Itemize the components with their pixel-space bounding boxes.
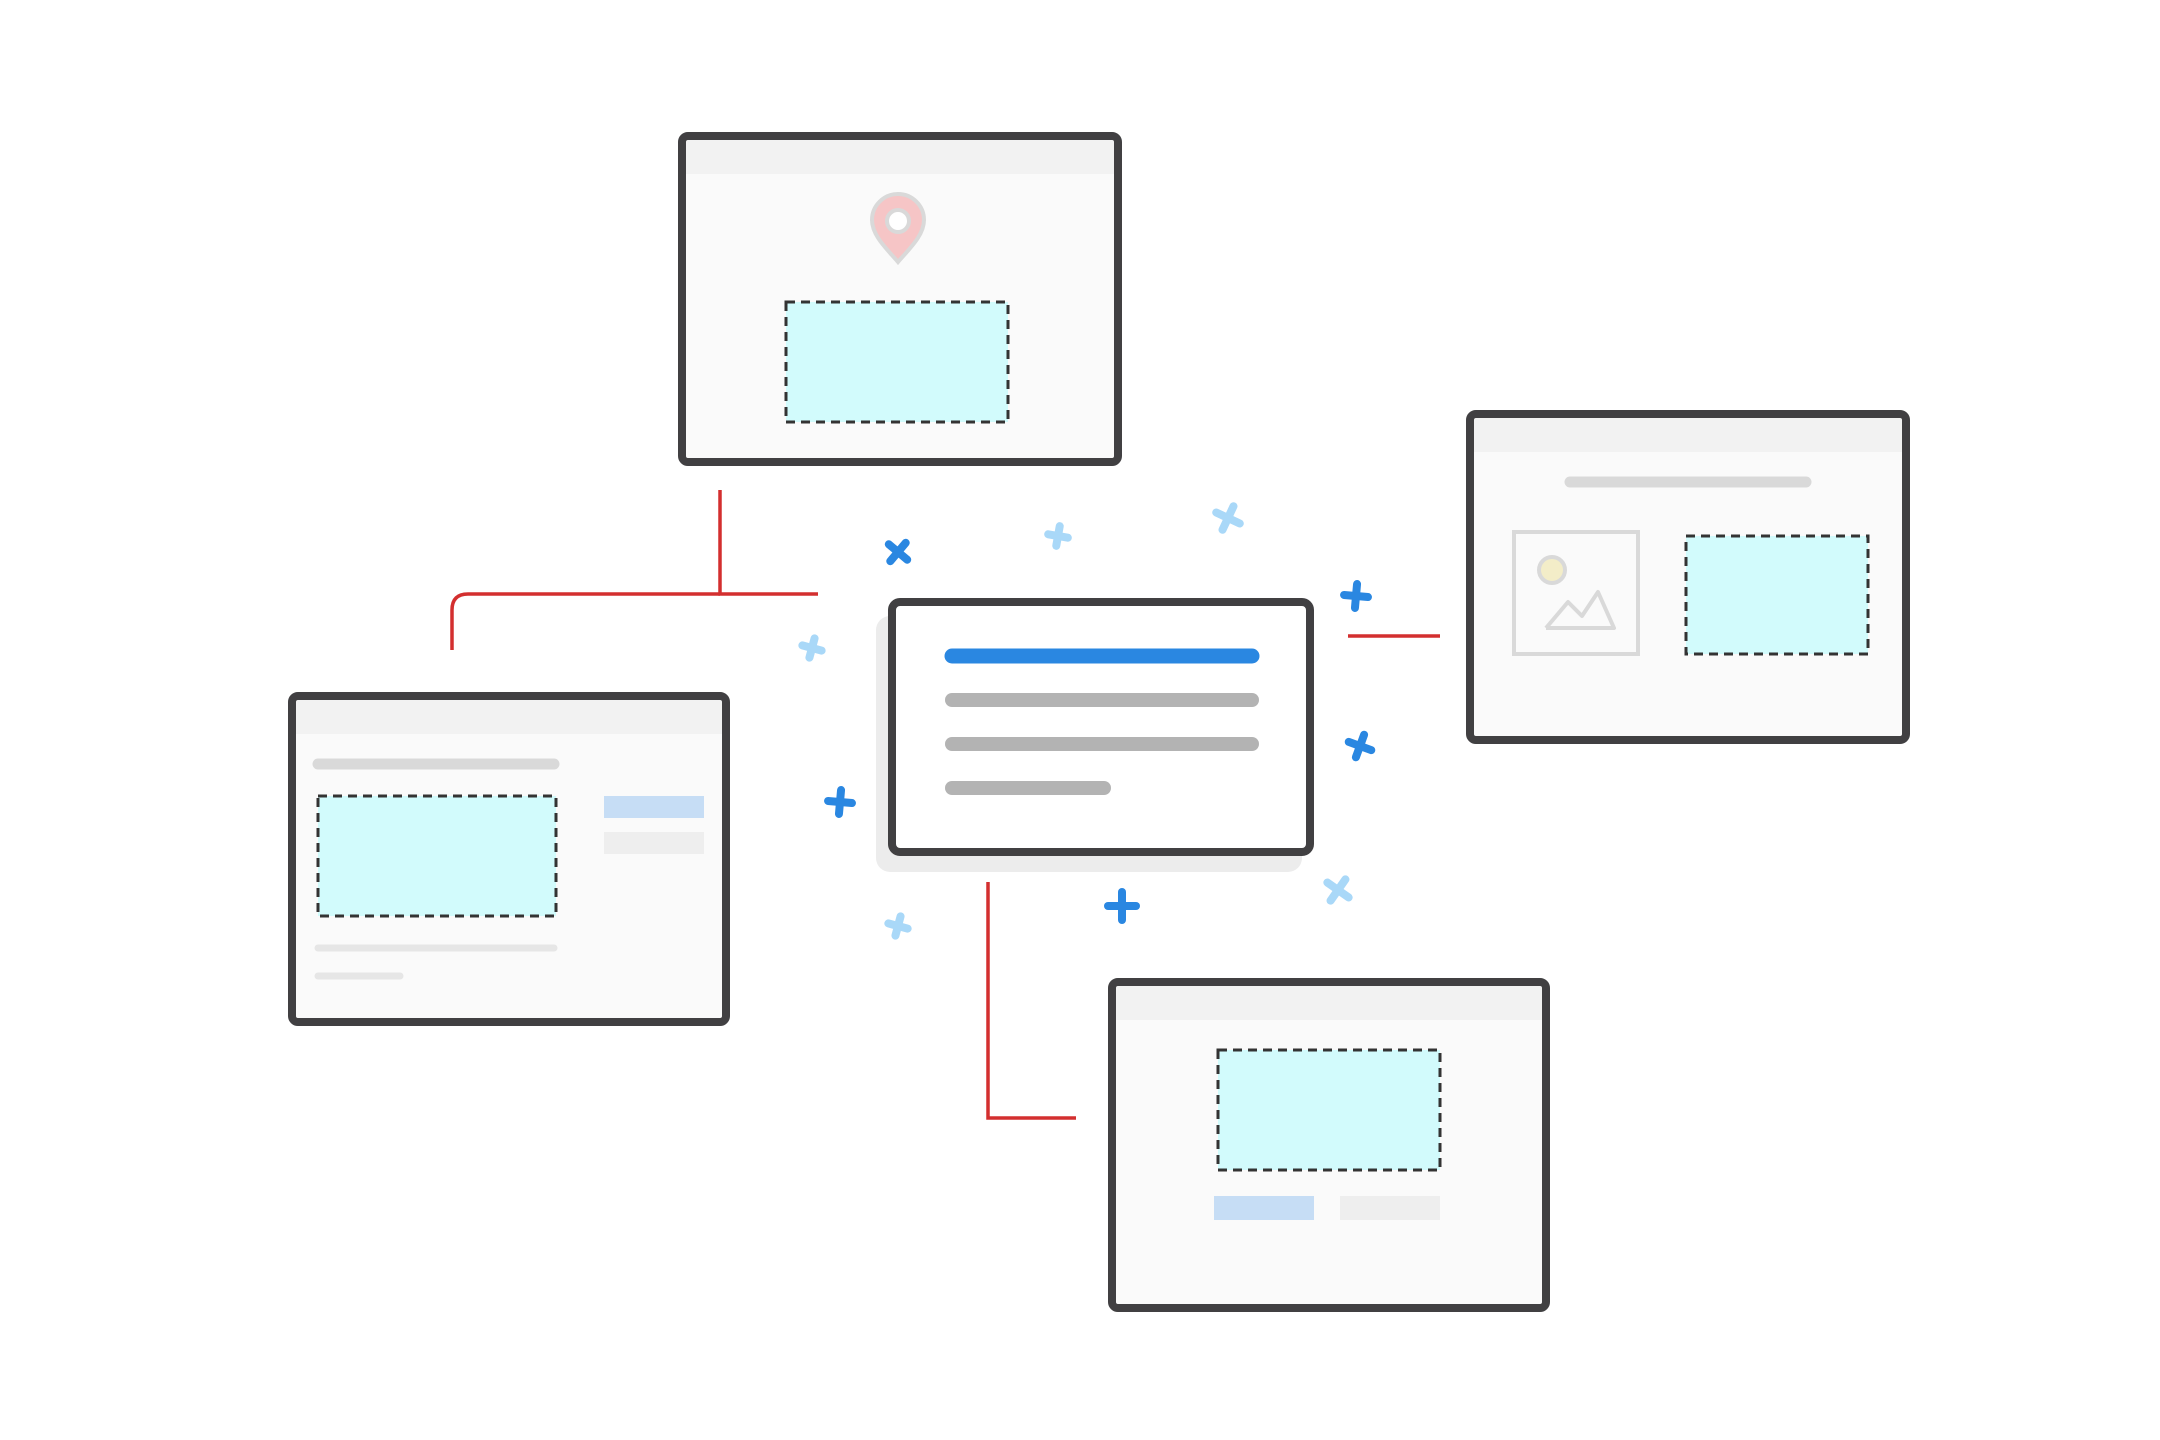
location-pin-icon [869,192,927,266]
center-card [876,598,1314,872]
frame-left [288,692,730,1026]
center-card-border [888,598,1314,856]
sparkles [798,502,1376,940]
button-secondary [1340,1196,1440,1220]
connectors [450,490,1440,1120]
connector-center-to-top [718,490,818,596]
frame-right-titlebar [1474,418,1902,452]
plus-sparkle-icon [1323,875,1353,905]
dashed-placeholder [784,300,1010,424]
plus-sparkle-icon [884,538,912,566]
dashed-placeholder [1684,534,1870,656]
dashed-placeholder [316,794,558,918]
dashed-placeholder [1216,1048,1442,1172]
frame-left-titlebar [296,700,722,734]
plus-sparkle-icon [798,634,826,662]
plus-sparkle-icon [884,912,912,940]
plus-sparkle-icon [1344,730,1376,762]
frame-left-border [288,692,730,1026]
plus-sparkle-icon [1104,888,1140,924]
frame-top-titlebar [686,140,1114,174]
center-card-fill [892,602,1310,852]
frame-bottom [1108,978,1550,1312]
button-primary [604,796,704,818]
image-placeholder-icon [1512,530,1640,656]
plus-sparkle-icon [1340,580,1372,612]
plus-sparkle-icon [824,786,856,818]
plus-sparkle-icon [1044,522,1072,550]
frame-top-border [678,132,1122,466]
frame-bottom-titlebar [1116,986,1542,1020]
connector-center-to-bottom [986,882,1076,1120]
connector-center-to-left [450,592,720,650]
frame-top [678,132,1122,466]
button-primary [1214,1196,1314,1220]
frame-bottom-border [1108,978,1550,1312]
frame-right-border [1466,410,1910,744]
button-secondary [604,832,704,854]
frame-right [1466,410,1910,744]
plus-sparkle-icon [1212,502,1244,534]
